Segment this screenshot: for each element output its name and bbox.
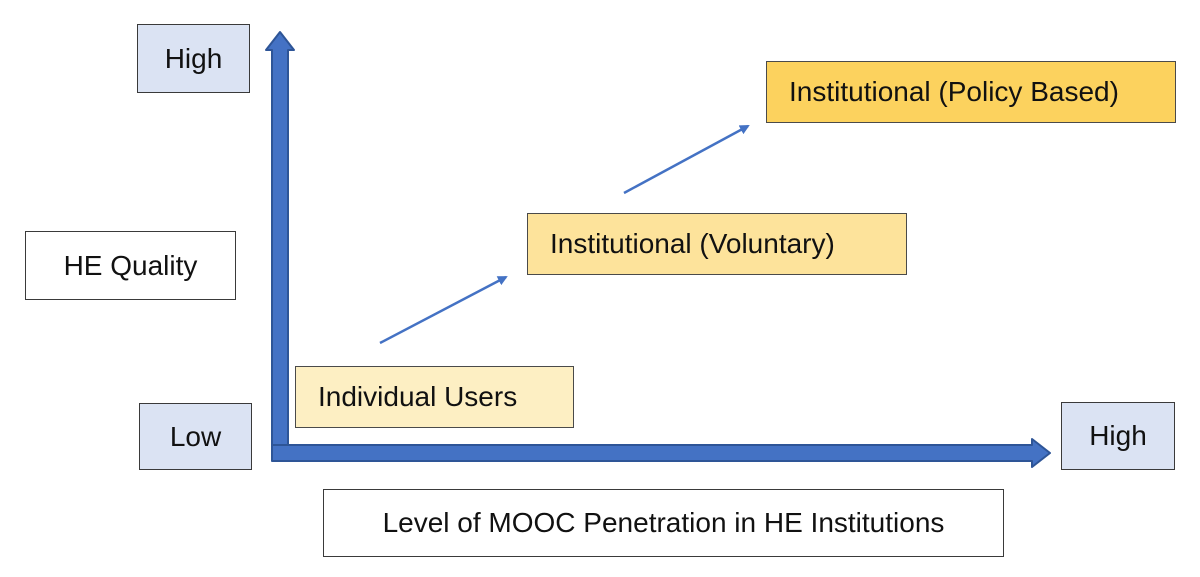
y-axis-high-label: High — [137, 24, 250, 93]
x-axis-high-label: High — [1061, 402, 1175, 470]
stage-institutional-policy-based: Institutional (Policy Based) — [766, 61, 1176, 123]
transition-arrow-1 — [379, 275, 508, 345]
y-axis-arrow — [265, 31, 295, 461]
x-axis-arrow — [271, 438, 1051, 468]
transition-arrow-2 — [623, 124, 750, 195]
stage-institutional-voluntary: Institutional (Voluntary) — [527, 213, 907, 275]
stage-individual-users: Individual Users — [295, 366, 574, 428]
y-axis-low-label: Low — [139, 403, 252, 470]
x-axis-title: Level of MOOC Penetration in HE Institut… — [323, 489, 1004, 557]
y-axis-title: HE Quality — [25, 231, 236, 300]
